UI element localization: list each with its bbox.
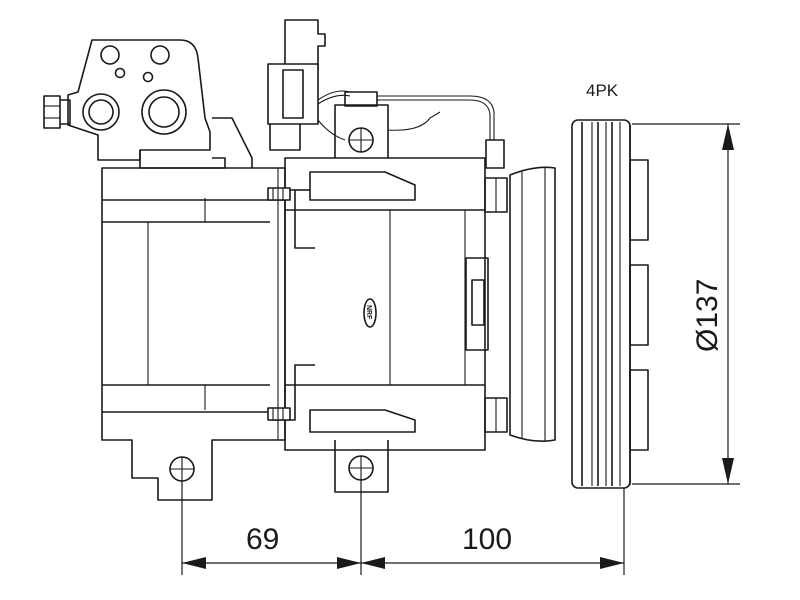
rear-housing: [101, 167, 286, 501]
electrical-connector: [267, 19, 505, 169]
lower-through-bolt: [267, 407, 291, 421]
diameter-dimension: Ø137: [632, 123, 740, 485]
length-dimensions: 69 100: [181, 480, 625, 575]
brand-logo: NRF: [363, 298, 377, 328]
port-manifold: [43, 39, 253, 169]
upper-through-bolt: [267, 187, 291, 201]
center-housing: [267, 157, 508, 451]
top-mount-ear: [334, 91, 389, 158]
pulley-type-label: 4PK: [586, 81, 619, 100]
brand-logo-text: NRF: [365, 305, 372, 320]
diameter-label: Ø137: [691, 279, 724, 352]
dimension-100-label: 100: [462, 523, 512, 556]
pulley: [571, 119, 649, 489]
rear-mount-ear: [169, 456, 195, 482]
dimension-69-label: 69: [246, 523, 279, 556]
clutch-plate: [509, 166, 556, 442]
